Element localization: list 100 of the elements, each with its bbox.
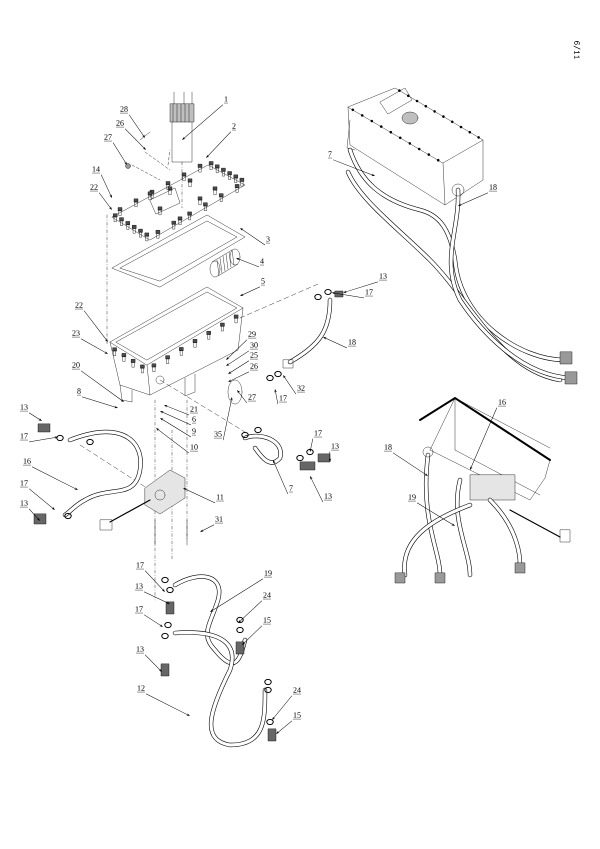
callout-number: 13 [20,500,28,508]
leader-line [28,412,42,421]
leader-line [226,340,248,360]
callout-number: 27 [104,134,112,142]
leader-line [276,720,292,734]
callout-number: 12 [136,685,146,692]
callout-number: 27 [248,394,256,402]
callout-number: 17 [278,395,288,402]
leader-line [28,488,55,510]
leader-line [28,508,40,521]
leader-line [237,390,248,404]
callout-number: 28 [120,106,128,114]
leader-line [82,396,118,408]
leader-line [28,436,58,442]
callout-number: 8 [76,388,82,396]
leader-line [160,411,192,426]
leader-line [392,452,428,476]
callout-number: 19 [264,570,272,578]
leader-line [128,114,145,138]
callout-number: 13 [378,273,388,280]
callout-number: 5 [260,278,266,286]
callout-number: 35 [214,431,222,438]
callout-number: 13 [134,583,144,590]
callout-number: 13 [20,404,28,412]
page-number: 6/11 [574,41,580,59]
callout-number: 16 [22,458,32,466]
leader-line [458,192,488,206]
ring-icon [324,289,332,295]
callout-number: 26 [250,363,258,370]
callout-number: 13 [330,443,340,450]
callout-number: 32 [296,385,306,392]
callout-number: 23 [72,330,80,338]
leader-line [200,524,214,532]
leader-line [323,337,348,348]
leader-line [210,578,264,612]
callout-number: 17 [314,430,322,438]
leader-line [84,310,108,342]
callout-number: 18 [348,339,356,346]
callout-number: 9 [192,428,196,436]
leader-line [416,502,455,526]
callout-number: 3 [266,236,270,244]
callout-number: 24 [292,687,302,694]
callout-number: 18 [488,184,498,192]
leader-line [273,460,288,494]
leader-line [144,592,170,604]
callout-number: 17 [134,606,144,614]
callout-number: 1 [224,96,228,104]
leader-line [283,375,296,394]
leader-line [329,452,331,462]
leader-line [240,286,260,296]
callout-number: 4 [260,258,264,266]
callout-number: 22 [90,184,98,192]
leader-line [160,418,192,438]
callout-number: 10 [190,444,198,452]
leader-line [80,338,108,354]
callout-number: 31 [214,516,224,524]
callout-number: 30 [250,342,258,350]
leader-line [100,174,112,198]
callout-number: 6 [192,416,196,424]
callout-number: 24 [262,592,272,600]
leader-line [344,282,378,293]
callout-number: 21 [190,406,198,414]
leader-line [226,350,250,366]
leader-line [242,626,262,645]
callout-number: 26 [116,120,124,128]
callout-number: 17 [20,480,28,488]
leader-line [332,292,364,298]
leader-line [222,397,232,440]
leader-line [32,466,78,490]
leader-line [98,192,112,210]
callout-number: 17 [364,289,374,296]
leader-line [236,258,260,268]
callout-number: 14 [92,166,100,174]
callout-number: 15 [262,617,272,624]
callout-number: 13 [136,646,144,654]
callout-number: 13 [324,493,332,500]
leader-line [164,405,190,416]
callout-number: 22 [74,302,84,310]
callout-number: 20 [72,362,80,370]
leader-line [144,654,162,672]
leader-line [238,600,262,623]
leader-line [240,228,266,246]
callout-number: 29 [248,331,256,338]
leader-line [112,142,127,165]
leader-line [310,476,324,502]
leader-line [274,389,278,404]
leader-line [146,694,190,716]
callout-number: 7 [328,151,332,158]
leader-line [310,438,314,452]
callout-number: 25 [250,352,258,360]
leader-line [332,160,375,176]
leader-line [124,128,146,150]
callout-number: 17 [20,433,28,440]
callout-number: 19 [408,494,416,502]
callout-number: 7 [288,485,294,492]
leader-line [80,370,124,402]
callout-number: 11 [216,494,224,502]
leader-line [156,428,190,454]
leader-line [470,408,498,470]
leader-line [228,360,250,374]
